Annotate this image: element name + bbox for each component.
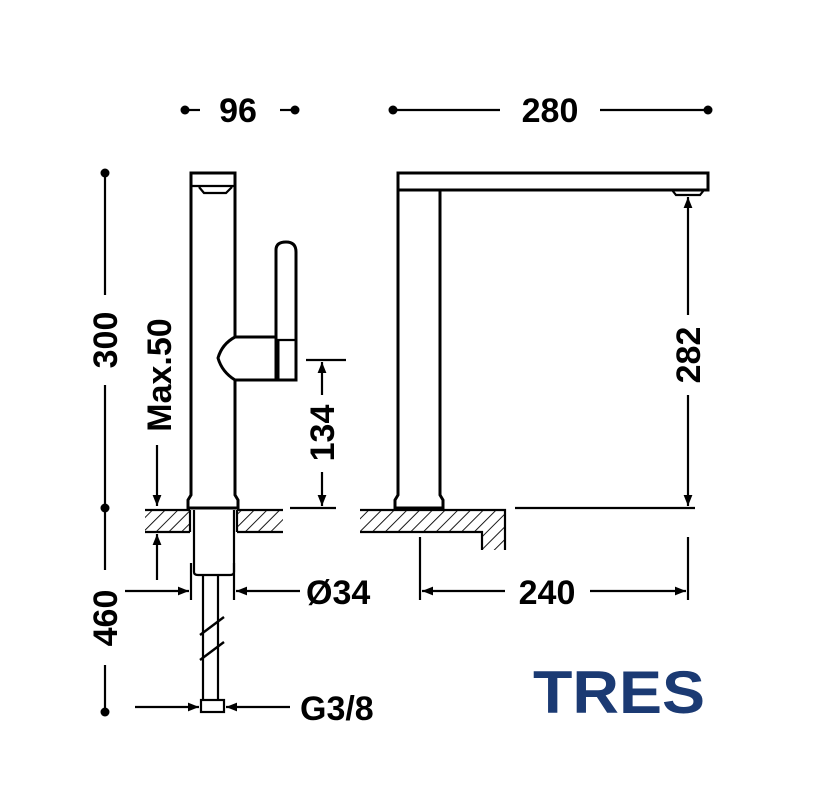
countertop-right	[360, 508, 507, 550]
dimension-max50-label: Max.50	[141, 318, 179, 431]
dimension-460-label: 460	[87, 590, 125, 647]
dimension-g38-label: G3/8	[300, 690, 374, 728]
tres-logo: TRES	[533, 659, 705, 726]
dimension-max50: Max.50	[141, 318, 179, 580]
supply-pipe	[192, 510, 236, 714]
dimension-300: 300	[87, 168, 125, 513]
dimension-d34: Ø34	[125, 563, 370, 612]
tres-logo-text: TRES	[533, 659, 705, 726]
dimension-134-label: 134	[304, 405, 342, 462]
dimension-134: 134	[290, 358, 346, 510]
dimension-280: 280	[388, 92, 713, 130]
dimension-96: 96	[180, 92, 300, 130]
countertop-left	[145, 508, 283, 534]
dimension-282: 282	[515, 197, 708, 510]
dimension-96-label: 96	[219, 92, 257, 130]
dimension-240-label: 240	[519, 574, 576, 612]
g38-connector	[199, 698, 226, 714]
dimension-d34-label: Ø34	[306, 574, 370, 612]
dimension-460: 460	[87, 508, 125, 717]
faucet-front-view	[393, 171, 710, 510]
faucet-side-view	[186, 171, 298, 510]
dimension-300-label: 300	[87, 312, 125, 369]
dimension-280-label: 280	[522, 92, 579, 130]
dimension-240: 240	[418, 537, 690, 612]
dimension-282-label: 282	[670, 327, 708, 384]
dimension-g38: G3/8	[135, 690, 374, 728]
